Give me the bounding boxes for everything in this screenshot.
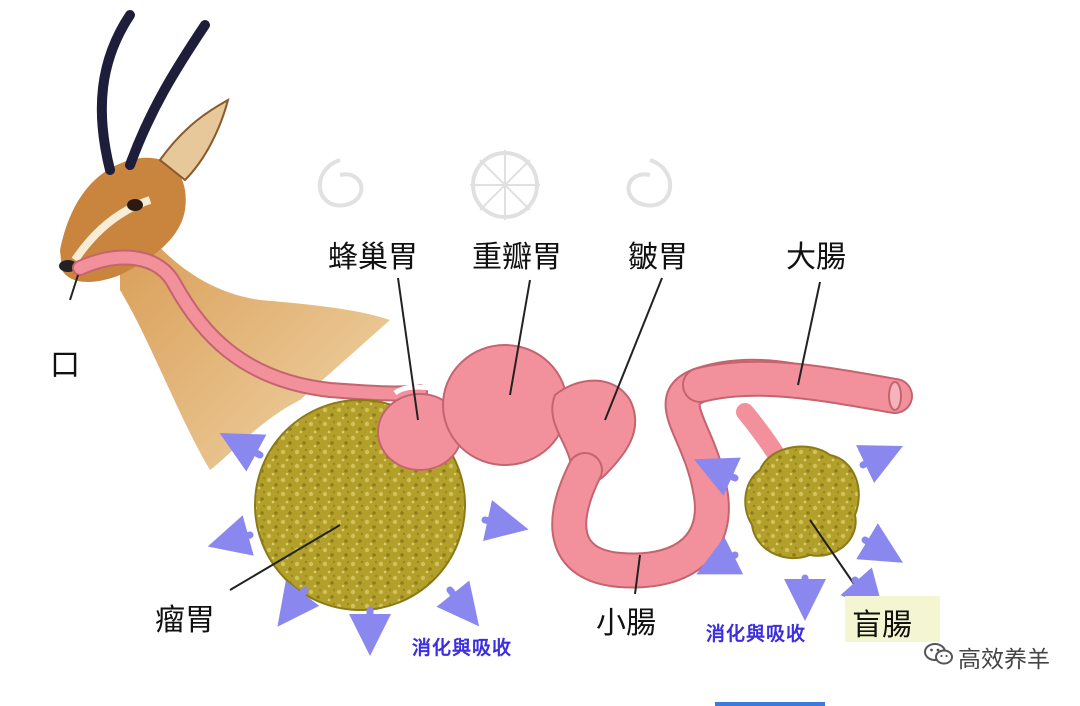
label-reticulum: 蜂巢胃 [328,240,418,275]
gazelle-ear [158,97,230,182]
bottom-accent-bar [715,702,825,706]
wechat-icon [924,643,953,665]
absorption-arrows [207,432,904,656]
gazelle-neck [120,200,390,470]
watermark-text: 高效养羊 [958,647,1050,673]
label-rumen: 瘤胃 [155,603,215,638]
gazelle-horn-left [96,10,135,175]
gazelle-horn-right [125,20,210,170]
gazelle-head [60,157,186,282]
label-small-intestine: 小腸 [596,606,656,641]
label-digest-absorb-right: 消化與吸收 [706,623,807,645]
cecum-chamber [744,445,860,560]
label-omasum: 重瓣胃 [472,240,562,275]
label-digest-absorb-left: 消化與吸收 [412,637,513,659]
label-mouth: 口 [50,348,80,383]
cecum-label-highlight [845,596,940,642]
watermark: 高效养羊 [924,640,1050,674]
gazelle-eye [127,199,143,211]
label-abomasum: 皺胃 [628,240,688,275]
omasum-chamber [442,344,568,466]
background-decoration [317,150,673,220]
label-large-intestine: 大腸 [786,240,846,275]
gazelle-illustration [59,10,390,470]
label-cecum: 盲腸 [852,608,912,643]
